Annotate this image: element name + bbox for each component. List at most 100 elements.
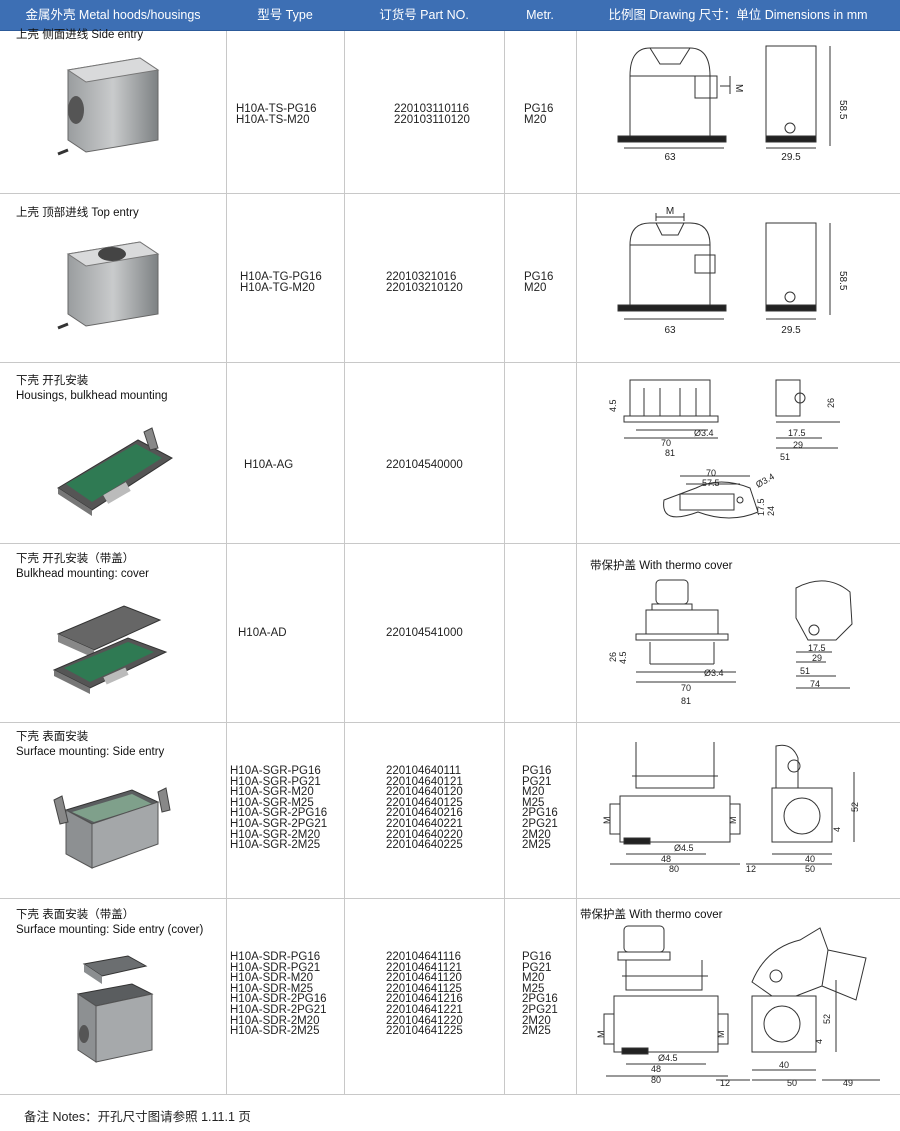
svg-text:Ø4.5: Ø4.5 (674, 843, 694, 853)
svg-text:51: 51 (800, 666, 810, 676)
svg-text:4: 4 (832, 827, 842, 832)
svg-text:51: 51 (780, 452, 790, 462)
svg-text:17.5: 17.5 (808, 643, 826, 653)
row-label: 下壳 开孔安装 Housings, bulkhead mounting (16, 375, 168, 402)
header-name: 金属外壳 Metal hoods/housings (25, 8, 201, 22)
svg-text:M: M (602, 817, 612, 825)
svg-text:4.5: 4.5 (608, 399, 618, 412)
svg-text:Ø3.4: Ø3.4 (694, 428, 714, 438)
top-hood-top-entry-photo (57, 241, 160, 330)
svg-text:24: 24 (766, 506, 776, 516)
svg-text:29.5: 29.5 (781, 325, 801, 336)
dimension-drawing: 4.5 70 Ø3.4 81 26 17.5 29 51 70 57.5 Ø3.… (608, 379, 840, 519)
surface-mount-cover-photo (76, 955, 154, 1063)
drawing-caption: 带保护盖 With thermo cover (590, 560, 733, 572)
row-divider (0, 193, 900, 194)
svg-text:81: 81 (665, 448, 675, 458)
svg-text:M: M (733, 84, 744, 92)
svg-text:80: 80 (651, 1075, 661, 1085)
row-divider (0, 1094, 900, 1095)
type-list: H10A-AD (238, 627, 287, 639)
row-divider (0, 362, 900, 363)
svg-text:40: 40 (805, 854, 815, 864)
row-divider (0, 543, 900, 544)
svg-text:26: 26 (826, 398, 836, 408)
bulkhead-housing-photo (57, 427, 173, 516)
table-header: 金属外壳 Metal hoods/housings 型号 Type 订货号 Pa… (0, 0, 900, 31)
svg-text:50: 50 (805, 864, 815, 874)
svg-text:81: 81 (681, 696, 691, 706)
svg-text:48: 48 (651, 1064, 661, 1074)
type-list: H10A-AG (244, 459, 294, 471)
svg-text:48: 48 (661, 854, 671, 864)
header-drawing: 比例图 Drawing 尺寸：单位 Dimensions in mm (608, 8, 868, 22)
svg-text:63: 63 (664, 325, 676, 336)
column-divider (344, 31, 345, 1094)
svg-text:80: 80 (669, 864, 679, 874)
header-part: 订货号 Part NO. (379, 8, 469, 22)
part-list: 220104541000 (386, 627, 463, 639)
svg-text:40: 40 (779, 1060, 789, 1070)
svg-text:49: 49 (843, 1078, 853, 1088)
notes: 备注 Notes：开孔尺寸图请参照 1.11.1 页 (24, 1110, 251, 1124)
svg-text:M: M (728, 817, 738, 825)
svg-text:17.5: 17.5 (756, 498, 766, 516)
row-divider (0, 898, 900, 899)
svg-text:63: 63 (664, 152, 676, 163)
dimension-drawing: M M Ø4.5 48 80 12 40 50 52 4 (602, 742, 860, 874)
svg-text:26: 26 (608, 652, 618, 662)
svg-text:74: 74 (810, 679, 820, 689)
svg-text:M: M (596, 1031, 606, 1039)
svg-text:Ø4.5: Ø4.5 (658, 1053, 678, 1063)
row-label: 上壳 侧面进线 Side entry (16, 29, 144, 41)
svg-text:12: 12 (720, 1078, 730, 1088)
svg-text:12: 12 (746, 864, 756, 874)
row-divider (0, 722, 900, 723)
bulkhead-cover-photo (52, 605, 168, 694)
svg-text:29.5: 29.5 (781, 152, 801, 163)
svg-text:29: 29 (793, 440, 803, 450)
dimension-drawing: M M Ø4.5 48 80 12 40 50 49 52 4 (596, 925, 880, 1088)
row-label: 下壳 开孔安装（带盖） Bulkhead mounting: cover (16, 553, 149, 580)
drawing-caption: 带保护盖 With thermo cover (580, 909, 723, 921)
svg-text:58.5: 58.5 (837, 100, 848, 120)
top-hood-side-entry-photo (57, 57, 160, 156)
svg-text:52: 52 (850, 802, 860, 812)
row-label: 上壳 顶部进线 Top entry (16, 207, 139, 219)
svg-text:70: 70 (706, 468, 716, 478)
surface-mount-side-entry-photo (53, 787, 171, 869)
svg-text:70: 70 (661, 438, 671, 448)
dimension-drawing: M 63 29.5 58.5 (617, 206, 848, 336)
column-divider (226, 31, 227, 1094)
svg-text:Ø3.4: Ø3.4 (704, 668, 724, 678)
svg-text:57.5: 57.5 (702, 478, 720, 488)
header-metr: Metr. (526, 8, 554, 22)
svg-text:4.5: 4.5 (618, 651, 628, 664)
svg-text:29: 29 (812, 653, 822, 663)
svg-text:52: 52 (822, 1014, 832, 1024)
svg-text:17.5: 17.5 (788, 428, 806, 438)
svg-text:M: M (716, 1031, 726, 1039)
part-list: 220104540000 (386, 459, 463, 471)
row-label: 下壳 表面安装 Surface mounting: Side entry (16, 731, 165, 758)
column-divider (504, 31, 505, 1094)
svg-text:50: 50 (787, 1078, 797, 1088)
svg-text:M: M (666, 206, 674, 217)
dimension-drawing: 63 29.5 58.5 M (617, 45, 848, 163)
row-label: 下壳 表面安装（带盖） Surface mounting: Side entry… (16, 909, 204, 936)
svg-text:Ø3.4: Ø3.4 (754, 471, 776, 489)
header-type: 型号 Type (257, 8, 313, 22)
svg-text:4: 4 (814, 1039, 824, 1044)
